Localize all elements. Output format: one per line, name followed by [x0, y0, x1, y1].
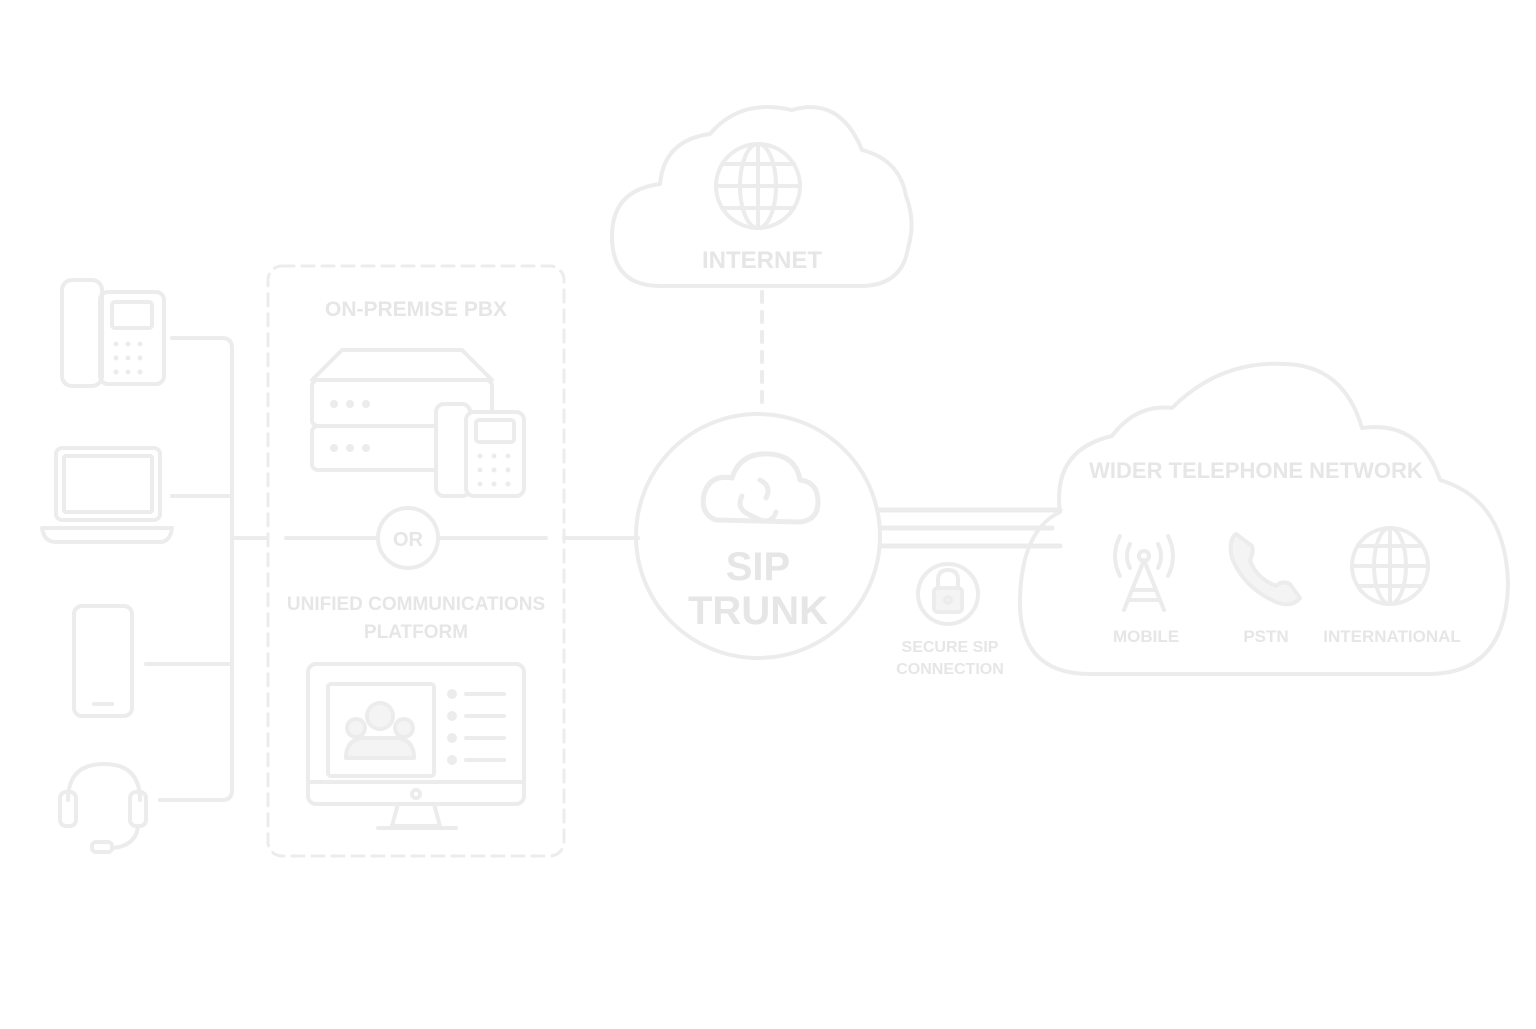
network-item-mobile: MOBILE [1113, 627, 1179, 646]
device-connectors [144, 336, 268, 802]
or-label: OR [393, 529, 424, 551]
network-item-pstn: PSTN [1243, 627, 1288, 646]
or-separator [284, 506, 548, 570]
uc-monitor-icon [306, 662, 526, 830]
smartphone-icon [72, 604, 134, 718]
laptop-icon [40, 446, 174, 544]
network-title: WIDER TELEPHONE NETWORK [1089, 458, 1423, 483]
trunk-label: TRUNK [688, 589, 828, 633]
cloud-link-icon [700, 451, 821, 525]
sip-trunk-circle [634, 412, 882, 660]
secure-label-line1: SECURE SIP [902, 639, 999, 656]
secure-label-line2: CONNECTION [896, 661, 1004, 678]
headset-icon [58, 762, 148, 854]
network-cloud [1017, 361, 1510, 676]
international-globe-icon [1350, 526, 1430, 606]
ucp-label-line2: PLATFORM [364, 622, 468, 643]
internet-label: INTERNET [702, 247, 822, 274]
phone-handset-icon [1228, 532, 1302, 607]
lock-icon [916, 562, 980, 626]
internet-globe-icon [714, 142, 802, 230]
ucp-label-line1: UNIFIED COMMUNICATIONS [287, 594, 545, 615]
network-item-international: INTERNATIONAL [1323, 627, 1461, 646]
sip-label: SIP [726, 545, 790, 589]
desk-phone-icon [60, 278, 166, 388]
pbx-label: ON-PREMISE PBX [325, 298, 507, 321]
internet-cloud [610, 105, 914, 288]
cell-tower-icon [1113, 534, 1175, 612]
pbx-desk-phone-icon [434, 402, 526, 498]
options-box [266, 264, 566, 858]
